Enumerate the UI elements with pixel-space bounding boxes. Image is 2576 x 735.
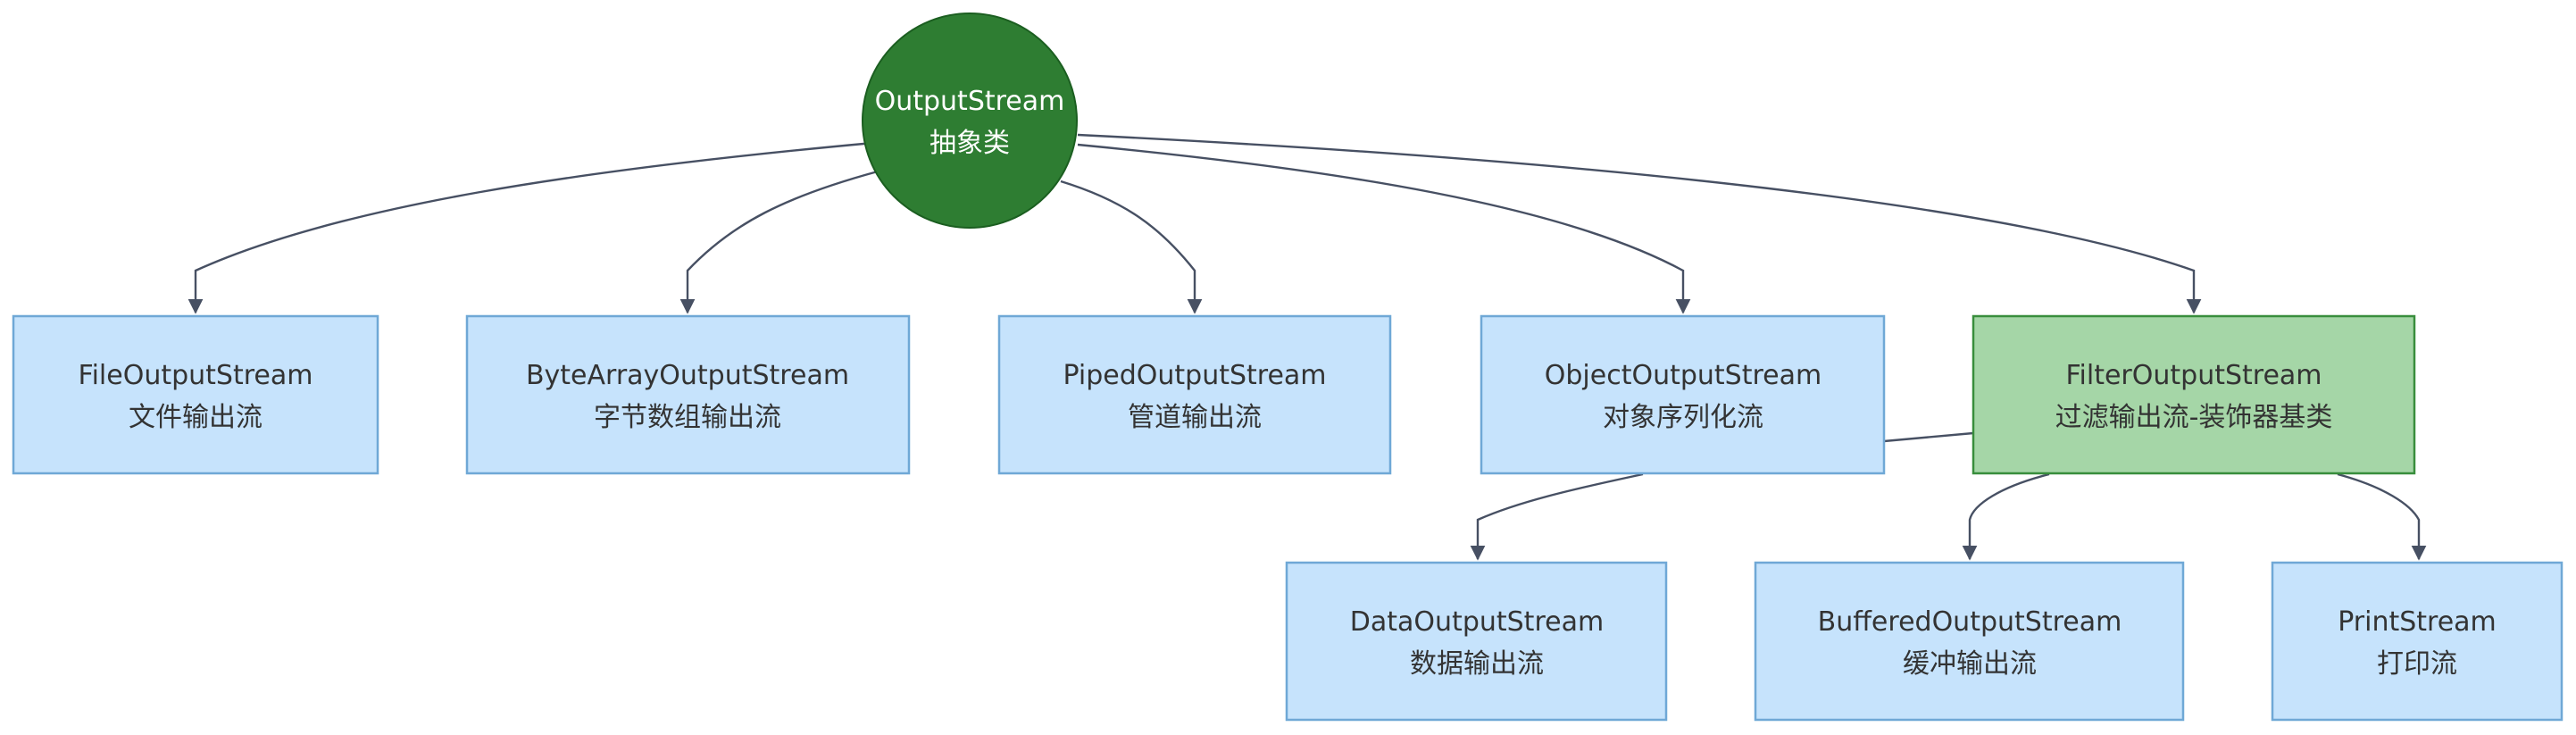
edge-filter-buffered <box>1962 472 2050 561</box>
node-box <box>1754 561 2185 722</box>
node-piped[interactable]: PipedOutputStream 管道输出流 <box>997 314 1392 475</box>
edge-object-data <box>1470 472 1644 561</box>
node-subtitle: 字节数组输出流 <box>594 402 781 433</box>
node-title: FileOutputStream <box>79 360 313 391</box>
edge-outputstream-piped <box>1060 180 1203 314</box>
node-box <box>1972 314 2416 475</box>
node-data[interactable]: DataOutputStream 数据输出流 <box>1285 561 1668 722</box>
node-title: FilterOutputStream <box>2065 360 2322 391</box>
node-print[interactable]: PrintStream 打印流 <box>2271 561 2563 722</box>
node-title: PrintStream <box>2338 606 2497 638</box>
node-bytearray[interactable]: ByteArrayOutputStream 字节数组输出流 <box>465 314 911 475</box>
edge-object-filter <box>1883 431 1974 443</box>
edge-outputstream-object <box>1077 143 1691 314</box>
node-filter[interactable]: FilterOutputStream 过滤输出流-装饰器基类 <box>1972 314 2416 475</box>
node-box <box>2271 561 2563 722</box>
node-subtitle: 打印流 <box>2377 648 2457 680</box>
node-subtitle: 抽象类 <box>930 128 1010 159</box>
node-title: ObjectOutputStream <box>1545 360 1822 391</box>
node-subtitle: 文件输出流 <box>129 402 263 433</box>
node-buffered[interactable]: BufferedOutputStream 缓冲输出流 <box>1754 561 2185 722</box>
edge-outputstream-file <box>188 141 874 314</box>
edge-filter-print <box>2337 472 2427 561</box>
node-subtitle: 数据输出流 <box>1410 648 1544 680</box>
node-outputstream[interactable]: OutputStream 抽象类 <box>862 13 1078 229</box>
node-box <box>997 314 1392 475</box>
node-subtitle: 管道输出流 <box>1128 402 1262 433</box>
edges <box>188 133 2427 561</box>
node-box <box>1480 314 1886 475</box>
node-box <box>1285 561 1668 722</box>
node-subtitle: 缓冲输出流 <box>1903 648 2037 680</box>
node-title: BufferedOutputStream <box>1818 606 2122 638</box>
node-file[interactable]: FileOutputStream 文件输出流 <box>12 314 379 475</box>
node-subtitle: 过滤输出流-装饰器基类 <box>2055 402 2333 433</box>
root-circle <box>862 13 1078 229</box>
node-box <box>12 314 379 475</box>
node-title: ByteArrayOutputStream <box>526 360 849 391</box>
edge-outputstream-bytearray <box>679 170 879 314</box>
node-title: DataOutputStream <box>1350 606 1604 638</box>
node-object[interactable]: ObjectOutputStream 对象序列化流 <box>1480 314 1886 475</box>
node-subtitle: 对象序列化流 <box>1603 402 1763 433</box>
node-box <box>465 314 911 475</box>
edge-outputstream-filter <box>1077 133 2202 314</box>
node-title: OutputStream <box>875 86 1065 117</box>
node-title: PipedOutputStream <box>1063 360 1326 391</box>
